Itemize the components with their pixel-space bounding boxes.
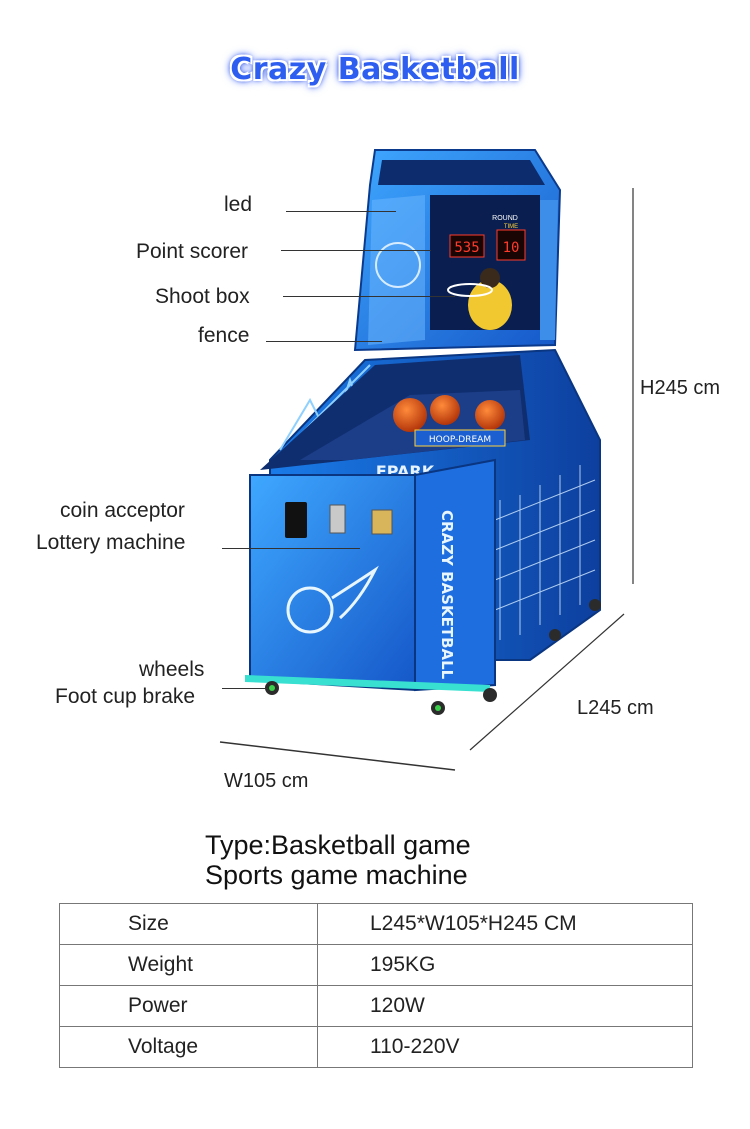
dimension-length: L245 cm [577,697,654,719]
spec-key: Power [59,985,318,1027]
score-display: 535 [454,240,479,256]
callout-led-line [286,211,396,212]
round-label: ROUND [492,215,518,222]
time-label: TIME [504,224,518,230]
callout-foot-cup-brake: Foot cup brake [55,685,196,708]
callout-led: led [224,193,253,216]
dimension-width: W105 cm [224,770,309,792]
spec-value: 120W [317,985,693,1027]
callout-coin-acceptor: coin acceptor [60,499,185,522]
time-display: 10 [503,240,520,256]
callout-point-scorer-line [281,250,431,251]
callout-shoot-box: Shoot box [155,285,250,308]
callout-point-scorer: Point scorer [136,240,249,263]
cabinet-front-text: CRAZY BASKETBALL [438,510,456,680]
page-title: Crazy Basketball [230,52,520,87]
callout-fence-line [266,341,382,342]
spec-value: 110-220V [317,1026,693,1068]
callout-shoot-box-line [283,296,455,297]
spec-key: Weight [59,944,318,986]
callout-lottery-machine-line [222,548,360,549]
type-line-1: Type:Basketball game [205,830,471,860]
dimension-height: H245 cm [640,377,721,399]
callout-wheels-line [222,688,268,689]
spec-value: L245*W105*H245 CM [317,903,693,945]
spec-value: 195KG [317,944,693,986]
callout-wheels: wheels [139,658,205,681]
callout-lottery-machine: Lottery machine [36,531,186,554]
callout-fence: fence [198,324,250,347]
type-line-2: Sports game machine [205,860,468,890]
hoop-sign: HOOP-DREAM [429,435,491,445]
spec-key: Size [59,903,318,945]
basketball-machine-illustration: 535 10 ROUND TIME HOOP-DREAM EPARK CRAZY… [245,149,601,715]
spec-key: Voltage [59,1026,318,1068]
